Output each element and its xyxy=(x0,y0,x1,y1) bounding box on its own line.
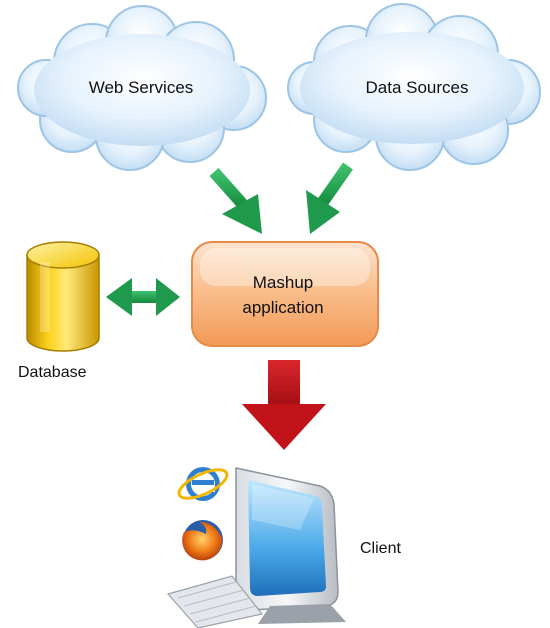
cloud-icon xyxy=(287,3,541,171)
computer-monitor-icon xyxy=(235,467,346,624)
keyboard-icon xyxy=(166,575,264,628)
data-sources-label: Data Sources xyxy=(365,78,469,97)
mashup-application-label: Mashup application xyxy=(242,270,323,320)
mashup-label-line1: Mashup xyxy=(252,273,314,292)
arrow-mashup-to-client xyxy=(242,360,326,450)
mashup-label-line2: application xyxy=(242,298,324,317)
client-label: Client xyxy=(360,540,401,557)
internet-explorer-icon xyxy=(177,467,229,501)
arrow-web-services-to-mashup xyxy=(209,168,262,234)
arrow-database-mashup-bidirectional xyxy=(106,278,180,316)
arrow-data-sources-to-mashup xyxy=(306,162,353,234)
cloud-icon xyxy=(17,5,267,171)
firefox-icon xyxy=(182,520,223,561)
database-label: Database xyxy=(18,364,87,381)
database-cylinder-icon xyxy=(26,241,100,352)
application-box-icon xyxy=(191,241,379,347)
web-services-label: Web Services xyxy=(88,78,194,97)
